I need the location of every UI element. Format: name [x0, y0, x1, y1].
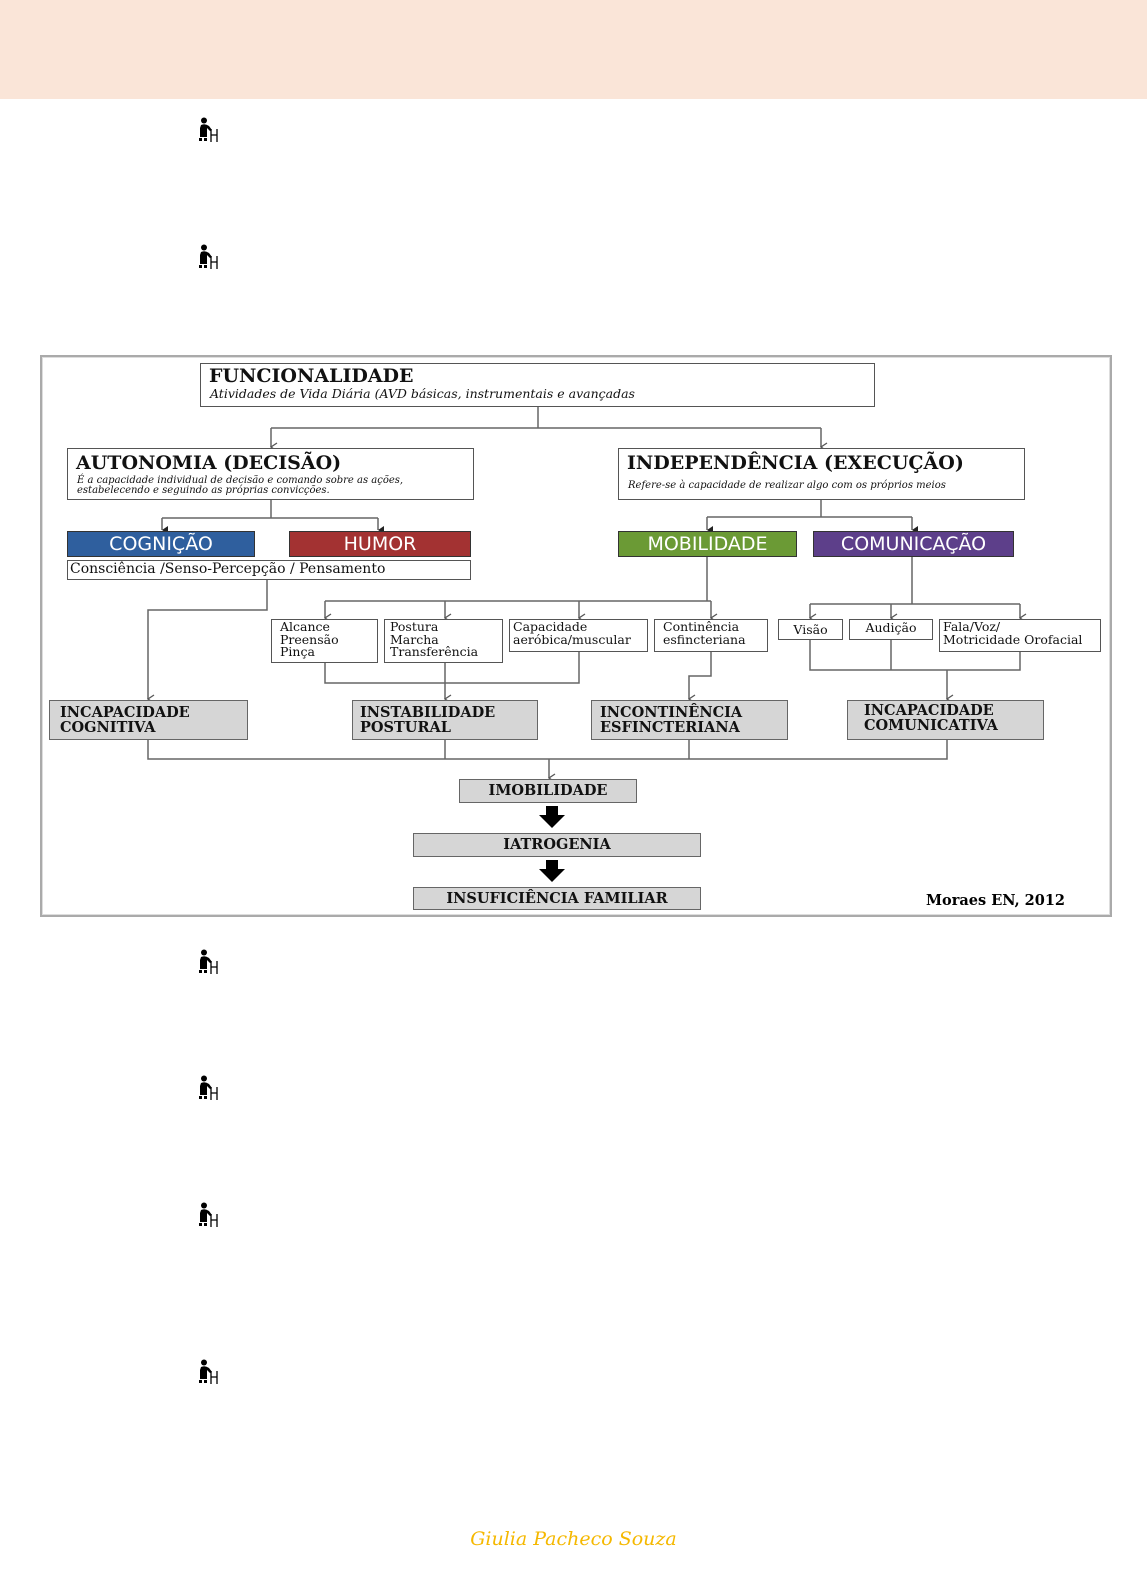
node-postura: Postura Marcha Transferência — [384, 619, 503, 663]
node-funcionalidade: FUNCIONALIDADE Atividades de Vida Diária… — [200, 363, 875, 407]
node-capacidade: Capacidade aeróbica/muscular — [509, 619, 648, 652]
header-band — [0, 0, 1147, 99]
footer-author: Giulia Pacheco Souza — [470, 1528, 677, 1550]
node-incapacidade-cognitiva: INCAPACIDADE COGNITIVA — [49, 700, 248, 740]
node-independencia: INDEPENDÊNCIA (EXECUÇÃO) Refere-se à cap… — [618, 448, 1025, 500]
node-title: FUNCIONALIDADE — [209, 365, 414, 387]
node-audicao: Audição — [849, 619, 933, 640]
node-comunicacao: COMUNICAÇÃO — [813, 531, 1014, 557]
node-incapacidade-comunicativa: INCAPACIDADE COMUNICATIVA — [847, 700, 1044, 740]
node-incontinencia: INCONTINÊNCIA ESFINCTERIANA — [591, 700, 788, 740]
node-title: INDEPENDÊNCIA (EXECUÇÃO) — [627, 452, 964, 474]
node-cognicao: COGNIÇÃO — [67, 531, 255, 557]
node-iatrogenia: IATROGENIA — [413, 833, 701, 857]
down-arrow-icon — [539, 860, 565, 882]
node-subtitle: Refere-se à capacidade de realizar algo … — [628, 480, 946, 491]
node-imobilidade: IMOBILIDADE — [459, 779, 637, 803]
node-visao: Visão — [778, 619, 843, 640]
node-cognicao-detail: Consciência /Senso-Percepção / Pensament… — [67, 560, 471, 580]
node-autonomia: AUTONOMIA (DECISÃO) É a capacidade indiv… — [67, 448, 474, 500]
node-instabilidade-postural: INSTABILIDADE POSTURAL — [352, 700, 538, 740]
node-fala: Fala/Voz/ Motricidade Orofacial — [939, 619, 1101, 652]
node-subtitle: É a capacidade individual de decisão e c… — [77, 475, 404, 496]
diagram-citation: Moraes EN, 2012 — [926, 892, 1066, 909]
node-title: AUTONOMIA (DECISÃO) — [76, 452, 342, 474]
node-humor: HUMOR — [289, 531, 471, 557]
down-arrow-icon — [539, 806, 565, 828]
node-subtitle: Atividades de Vida Diária (AVD básicas, … — [210, 386, 635, 401]
node-mobilidade: MOBILIDADE — [618, 531, 797, 557]
node-continencia: Continência esfincteriana — [654, 619, 768, 652]
node-alcance: Alcance Preensão Pinça — [271, 619, 378, 663]
node-insuficiencia-familiar: INSUFICIÊNCIA FAMILIAR — [413, 887, 701, 910]
